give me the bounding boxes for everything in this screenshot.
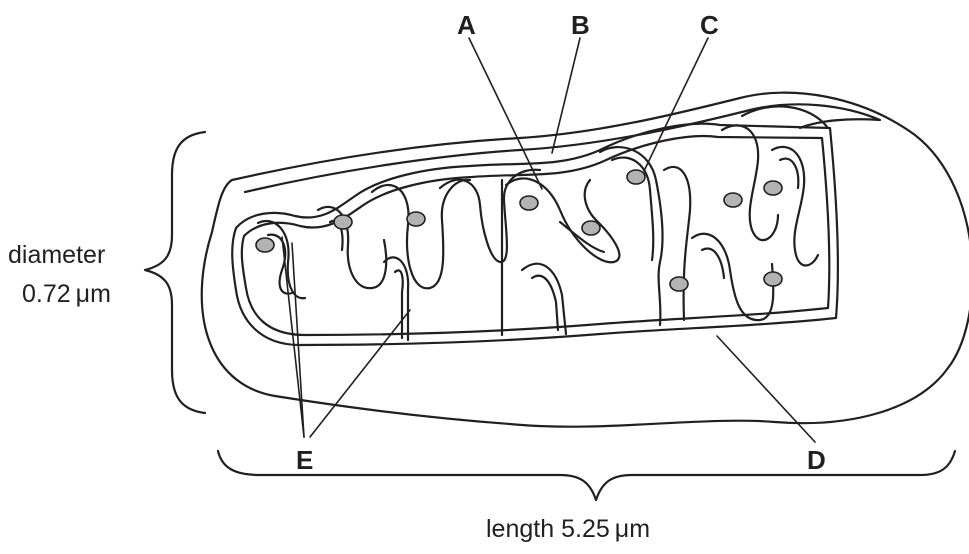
label-b: B [571, 10, 590, 40]
granule [724, 193, 742, 207]
granule [764, 272, 782, 286]
crista-8-inner [532, 276, 558, 330]
granule [256, 238, 274, 252]
label-d: D [807, 445, 826, 475]
diameter-unit: μm [76, 280, 111, 308]
crista-3 [372, 180, 470, 288]
crista-11 [692, 234, 773, 320]
granule [764, 181, 782, 195]
length-unit: μm [615, 515, 650, 543]
diameter-number: 0.72 [22, 280, 71, 308]
crista-1 [258, 221, 305, 298]
leader-line-c [644, 38, 708, 171]
inner-membrane [232, 124, 838, 345]
length-number: 5.25 [561, 515, 610, 543]
diameter-label: diameter [8, 241, 105, 269]
crista-11-inner [702, 249, 724, 278]
label-c: C [700, 10, 719, 40]
granule [520, 196, 538, 210]
inner-membrane-second-line [242, 136, 830, 335]
granule [582, 221, 600, 235]
granule [627, 170, 645, 184]
leader-line-d [717, 336, 815, 442]
granule [334, 215, 352, 229]
label-a: A [457, 10, 476, 40]
length-brace [218, 451, 955, 500]
crista-8 [522, 264, 566, 334]
leader-line-b [552, 38, 580, 153]
leader-line-e-3 [310, 310, 410, 437]
length-word: length [486, 515, 554, 543]
crista-13 [742, 106, 828, 128]
diameter-brace [145, 132, 205, 413]
granule [670, 277, 688, 291]
granule [407, 212, 425, 226]
label-e: E [296, 445, 313, 475]
crista-14-inner [780, 159, 798, 188]
outer-membrane-inner-edge [245, 104, 880, 192]
crista-10 [664, 167, 690, 320]
crista-7 [506, 178, 619, 262]
